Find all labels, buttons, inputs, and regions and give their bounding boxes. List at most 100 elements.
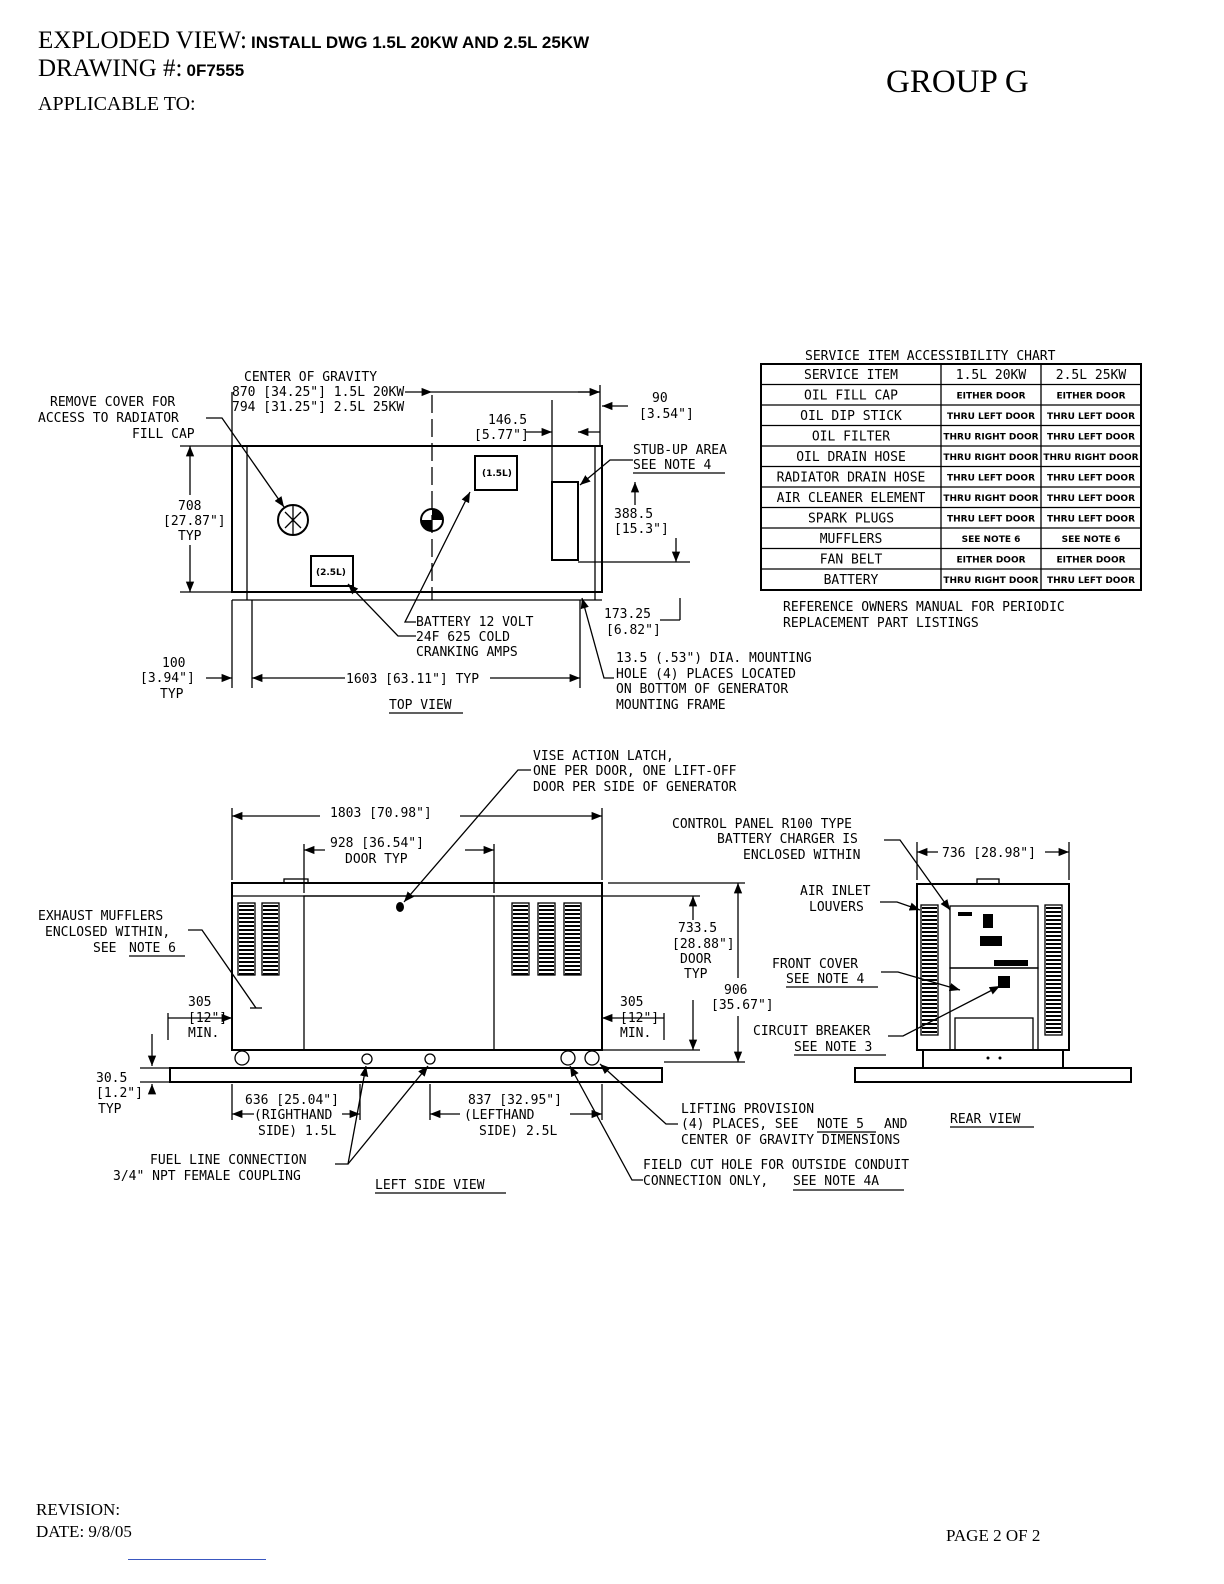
battery-note-3: CRANKING AMPS: [416, 645, 518, 660]
dim-305-right-min: MIN.: [620, 1026, 651, 1041]
chart-cell: THRU LEFT DOOR: [947, 474, 1035, 484]
exhaust-note-ref: NOTE 6: [129, 941, 176, 956]
chart-ref-1: REFERENCE OWNERS MANUAL FOR PERIODIC: [783, 600, 1065, 615]
chart-cell: EITHER DOOR: [1056, 392, 1125, 402]
rear-view-title: REAR VIEW: [950, 1112, 1021, 1127]
accessibility-chart: SERVICE ITEM ACCESSIBILITY CHART SERVICE…: [760, 349, 1142, 631]
applicable-to: APPLICABLE TO:: [38, 93, 196, 115]
exhaust-note-3: SEE: [93, 941, 116, 956]
dim-733-5: 733.5: [678, 921, 717, 936]
battery-1-5l: [474, 455, 518, 491]
stub-up-2: SEE NOTE 4: [633, 458, 711, 473]
dim-636: 636 [25.04"]: [245, 1093, 339, 1108]
chart-cell: RADIATOR DRAIN HOSE: [777, 471, 926, 486]
chart-title: SERVICE ITEM ACCESSIBILITY CHART: [805, 349, 1056, 364]
dim-388-5-in: [15.3"]: [614, 522, 669, 537]
chart-cell: MUFFLERS: [820, 532, 883, 547]
chart-cell: OIL DRAIN HOSE: [796, 450, 906, 465]
chart-cell: THRU LEFT DOOR: [1047, 576, 1135, 586]
chart-cell: THRU LEFT DOOR: [1047, 494, 1135, 504]
battery-note-1: BATTERY 12 VOLT: [416, 615, 534, 630]
door-typ: DOOR TYP: [345, 852, 408, 867]
mount-note-4: MOUNTING FRAME: [616, 698, 726, 713]
exhaust-note-2: ENCLOSED WITHIN,: [45, 925, 170, 940]
dim-388-5: 388.5: [614, 507, 653, 522]
chart-cell: SEE NOTE 6: [1062, 535, 1121, 545]
chart-header-0: SERVICE ITEM: [804, 368, 898, 383]
dim-100: 100: [162, 656, 185, 671]
mount-note-1: 13.5 (.53") DIA. MOUNTING: [616, 651, 812, 666]
top-view-title: TOP VIEW: [389, 698, 452, 713]
dim-733-5-in: [28.88"]: [672, 937, 735, 952]
chart-cell: THRU LEFT DOOR: [947, 515, 1035, 525]
dim-305-left-min: MIN.: [188, 1026, 219, 1041]
louver: [920, 904, 939, 1036]
chart-ref-2: REPLACEMENT PART LISTINGS: [783, 616, 979, 631]
drawing-prefix: DRAWING #:: [38, 55, 183, 82]
dim-733-5-typ: TYP: [684, 967, 708, 982]
dim-173-25-in: [6.82"]: [606, 623, 661, 638]
dim-90-in: [3.54"]: [639, 407, 694, 422]
dim-30-5-typ: TYP: [98, 1102, 122, 1117]
dim-173-25: 173.25: [604, 607, 651, 622]
control-note-3: ENCLOSED WITHIN: [743, 848, 860, 863]
control-note-2: BATTERY CHARGER IS: [717, 832, 858, 847]
dim-90: 90: [652, 391, 668, 406]
chart-cell: BATTERY: [824, 573, 879, 588]
drawing-line: DRAWING #: 0F7555: [38, 56, 244, 81]
dim-906: 906: [724, 983, 747, 998]
exhaust-note-1: EXHAUST MUFFLERS: [38, 909, 163, 924]
chart-header-1: 1.5L 20KW: [956, 368, 1027, 383]
left-side-view-title: LEFT SIDE VIEW: [375, 1178, 485, 1193]
latch-note-2: ONE PER DOOR, ONE LIFT-OFF: [533, 764, 737, 779]
field-cut-note-2: CONNECTION ONLY,: [643, 1174, 768, 1189]
control-note-1: CONTROL PANEL R100 TYPE: [672, 817, 852, 832]
dim-636-model: SIDE) 1.5L: [258, 1124, 336, 1139]
cog-title: CENTER OF GRAVITY: [244, 370, 377, 385]
fuel-note-1: FUEL LINE CONNECTION: [150, 1153, 307, 1168]
latch-note-3: DOOR PER SIDE OF GENERATOR: [533, 780, 737, 795]
louver: [1044, 904, 1063, 1036]
chart-cell: AIR CLEANER ELEMENT: [777, 491, 926, 506]
lift-note-ref: NOTE 5: [817, 1117, 864, 1132]
footer-link-line: [128, 1559, 266, 1560]
base-frame: [169, 1067, 663, 1083]
front-cover: [949, 967, 1039, 1051]
latch-note-1: VISE ACTION LATCH,: [533, 749, 674, 764]
cog-1: 870 [34.25"] 1.5L 20KW: [232, 385, 404, 400]
drawing-number: 0F7555: [186, 61, 245, 80]
front-cover-note-2: SEE NOTE 4: [786, 972, 864, 987]
dim-1803: 1803 [70.98"]: [330, 806, 432, 821]
dim-708: 708: [178, 499, 201, 514]
chart-cell: THRU LEFT DOOR: [1047, 515, 1135, 525]
date-label: DATE: 9/8/05: [36, 1522, 132, 1541]
lift-note-1: LIFTING PROVISION: [681, 1102, 814, 1117]
remove-cover-3: FILL CAP: [132, 427, 195, 442]
chart-cell: THRU RIGHT DOOR: [1043, 453, 1138, 463]
lift-note-3: CENTER OF GRAVITY DIMENSIONS: [681, 1133, 900, 1148]
title-line: EXPLODED VIEW: INSTALL DWG 1.5L 20KW AND…: [38, 28, 589, 53]
air-inlet-note-1: AIR INLET: [800, 884, 871, 899]
dim-733-5-door: DOOR: [680, 952, 711, 967]
stub-up-area: [551, 481, 579, 561]
lift-note-and: AND: [884, 1117, 908, 1132]
chart-cell: THRU LEFT DOOR: [1047, 474, 1135, 484]
lift-note-2: (4) PLACES, SEE: [681, 1117, 798, 1132]
chart-cell: OIL FILTER: [812, 430, 890, 445]
dim-736: 736 [28.98"]: [942, 846, 1036, 861]
mount-note-2: HOLE (4) PLACES LOCATED: [616, 667, 796, 682]
chart-header-2: 2.5L 25KW: [1056, 368, 1127, 383]
chart-cell: THRU LEFT DOOR: [947, 412, 1035, 422]
chart-cell: SEE NOTE 6: [962, 535, 1021, 545]
dim-30-5-in: [1.2"]: [96, 1086, 143, 1101]
chart-cell: THRU RIGHT DOOR: [943, 453, 1038, 463]
remove-cover-1: REMOVE COVER FOR: [50, 395, 175, 410]
dim-305-right: 305: [620, 995, 643, 1010]
left-side-view: VISE ACTION LATCH, ONE PER DOOR, ONE LIF…: [38, 749, 909, 1194]
dim-146-5: 146.5: [488, 413, 527, 428]
revision-label: REVISION:: [36, 1500, 121, 1519]
dim-146-5-in: [5.77"]: [474, 428, 529, 443]
chart-cell: OIL FILL CAP: [804, 389, 898, 404]
circuit-breaker-icon: [998, 976, 1010, 988]
